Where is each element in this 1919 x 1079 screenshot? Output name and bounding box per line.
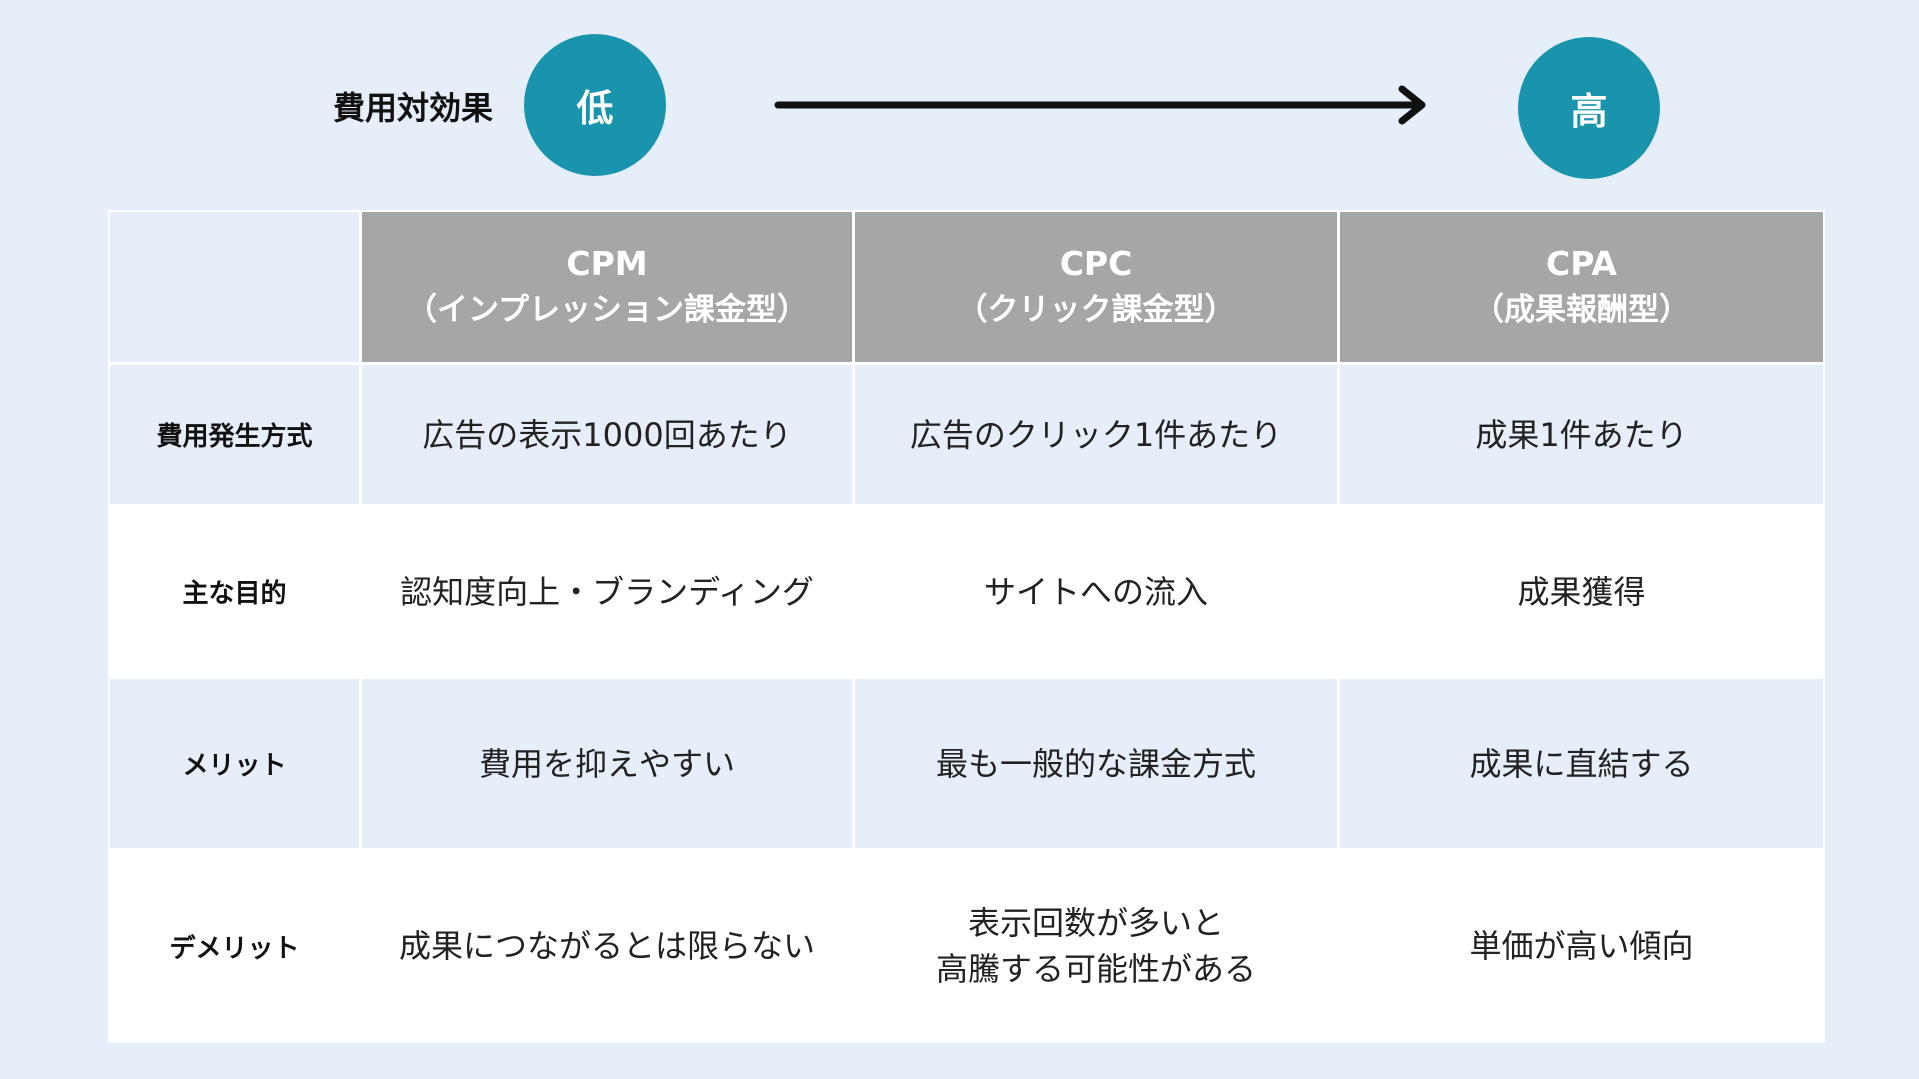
table-cell: 成果に直結する [1340, 679, 1823, 848]
cell-text: 費用を抑えやすい [478, 744, 735, 783]
table-cell: 成果1件あたり [1340, 365, 1823, 504]
cell-text: サイトへの流入 [983, 572, 1208, 611]
table-cell: 広告の表示1000回あたり [362, 365, 852, 504]
low-badge: 低 [524, 34, 666, 176]
row-label: 費用発生方式 [110, 365, 359, 504]
cell-text: 単価が高い傾向 [1469, 927, 1694, 965]
row-label: メリット [110, 679, 359, 848]
cell-text: 認知度向上・ブランディング [400, 572, 814, 611]
cost-effectiveness-label: 費用対効果 [333, 89, 494, 127]
cell-text: 広告のクリック1件あたり [909, 415, 1283, 454]
table-cell: 最も一般的な課金方式 [855, 679, 1337, 848]
column-header-subtitle: （クリック課金型） [956, 292, 1236, 328]
cell-text: 成果獲得 [1517, 572, 1646, 611]
column-header-subtitle: （インプレッション課金型） [405, 292, 809, 328]
table-cell: 費用を抑えやすい [362, 679, 852, 848]
table-corner-cell [110, 212, 359, 362]
table-cell: 単価が高い傾向 [1340, 851, 1823, 1041]
high-badge: 高 [1518, 37, 1660, 179]
table-cell: 成果につながるとは限らない [362, 851, 852, 1041]
table-cell: 成果獲得 [1340, 507, 1823, 676]
comparison-table: CPM （インプレッション課金型） CPC （クリック課金型） CPA （成果報… [108, 210, 1825, 1043]
table-cell: 広告のクリック1件あたり [855, 365, 1337, 504]
column-header-name: CPC [1059, 244, 1133, 283]
cell-text: 広告の表示1000回あたり [422, 415, 792, 454]
column-header-name: CPM [566, 244, 648, 283]
row-label: デメリット [110, 851, 359, 1041]
column-header-cpa: CPA （成果報酬型） [1340, 212, 1823, 362]
cell-text: 成果につながるとは限らない [398, 927, 815, 965]
cell-text: 表示回数が多いと 高騰する可能性がある [935, 904, 1256, 988]
column-header-cpm: CPM （インプレッション課金型） [362, 212, 852, 362]
cell-text: 最も一般的な課金方式 [935, 744, 1256, 783]
table-cell: サイトへの流入 [855, 507, 1337, 676]
column-header-cpc: CPC （クリック課金型） [855, 212, 1337, 362]
cell-text: 成果1件あたり [1475, 415, 1688, 454]
column-header-name: CPA [1546, 244, 1617, 283]
row-label: 主な目的 [110, 507, 359, 676]
arrow-right-icon [774, 85, 1426, 125]
column-header-subtitle: （成果報酬型） [1473, 292, 1690, 328]
table-cell: 表示回数が多いと 高騰する可能性がある [855, 851, 1337, 1041]
table-cell: 認知度向上・ブランディング [362, 507, 852, 676]
cell-text: 成果に直結する [1469, 744, 1694, 783]
